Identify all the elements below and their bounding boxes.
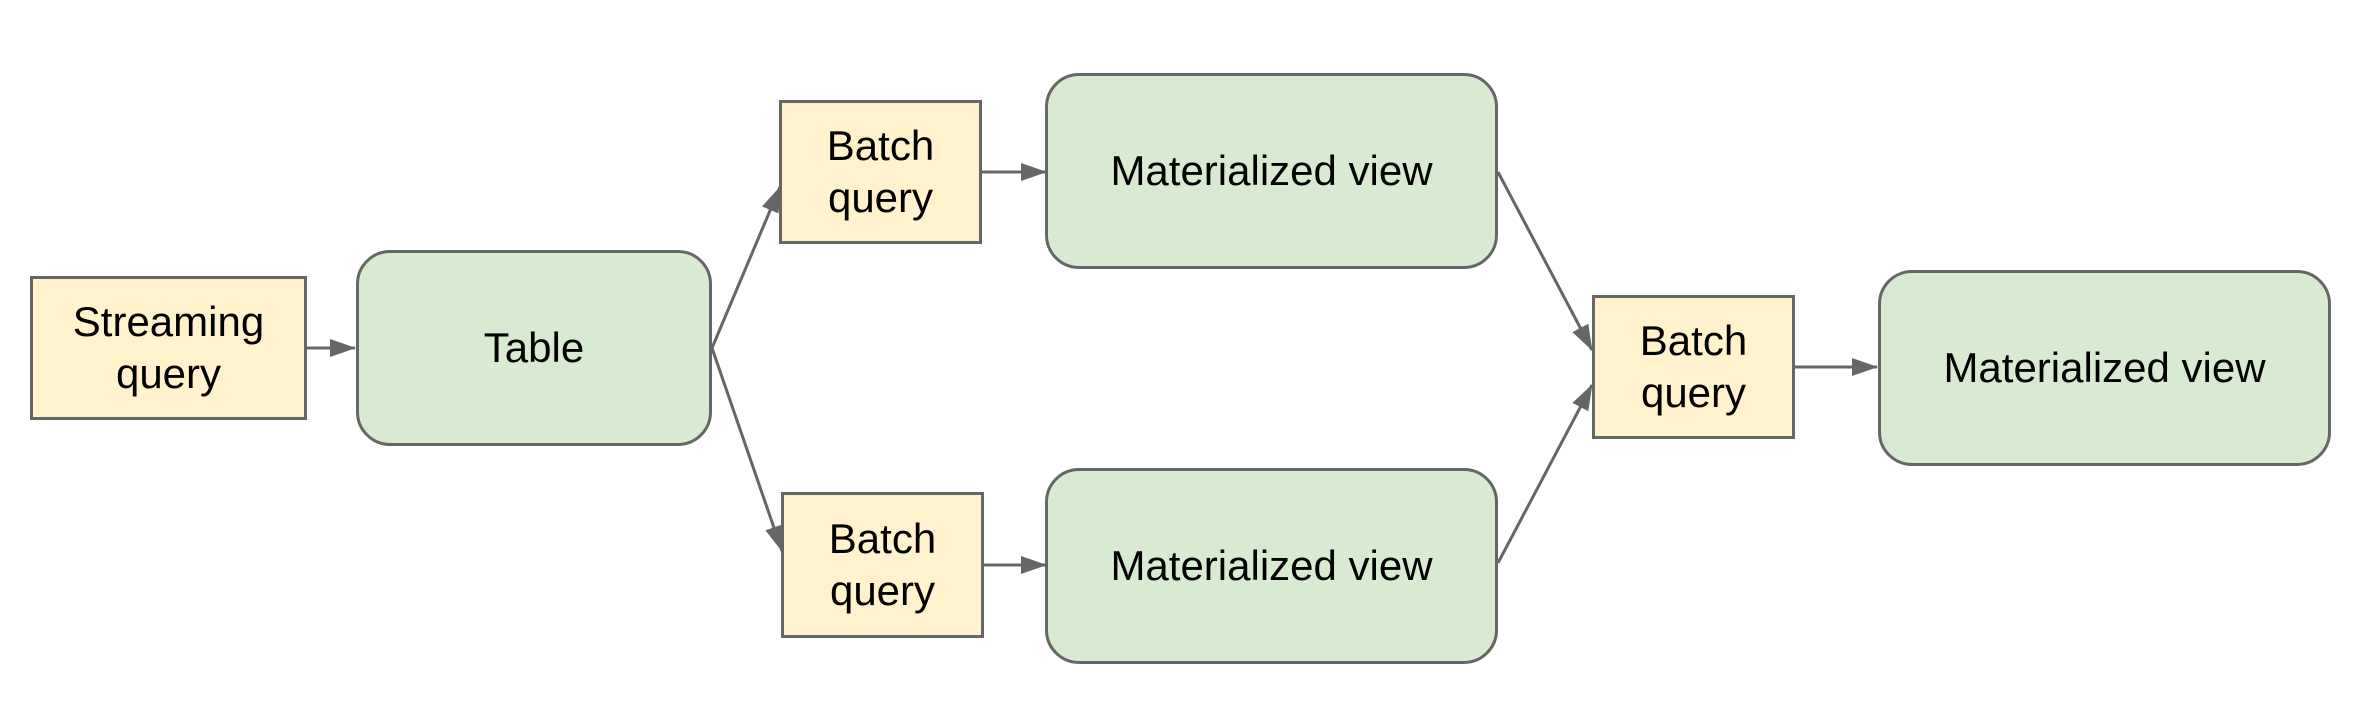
node-materialized-view-top: Materialized view	[1045, 73, 1498, 269]
arrow-materialized-view-bottom-to-batch-query-right	[1496, 384, 1594, 564]
node-batch-query-top: Batch query	[779, 100, 982, 244]
node-batch-query-bottom: Batch query	[781, 492, 984, 638]
arrow-table-to-batch-query-top	[710, 186, 782, 349]
node-table: Table	[356, 250, 712, 446]
node-table-label: Table	[483, 323, 585, 371]
node-batch-query-right-label: Batch query	[1639, 316, 1748, 417]
node-batch-query-bottom-label: Batch query	[828, 514, 937, 615]
node-streaming-query: Streaming query	[30, 276, 307, 420]
node-materialized-view-top-label: Materialized view	[1110, 146, 1433, 194]
arrow-table-to-batch-query-bottom	[710, 347, 784, 552]
node-materialized-view-bottom-label: Materialized view	[1110, 541, 1433, 589]
arrow-materialized-view-top-to-batch-query-right	[1496, 171, 1594, 351]
node-materialized-view-bottom: Materialized view	[1045, 468, 1498, 664]
node-batch-query-top-label: Batch query	[826, 121, 935, 222]
node-materialized-view-right-label: Materialized view	[1943, 343, 2266, 391]
node-batch-query-right: Batch query	[1592, 295, 1795, 439]
node-streaming-query-label: Streaming query	[72, 297, 265, 398]
node-materialized-view-right: Materialized view	[1878, 270, 2331, 466]
